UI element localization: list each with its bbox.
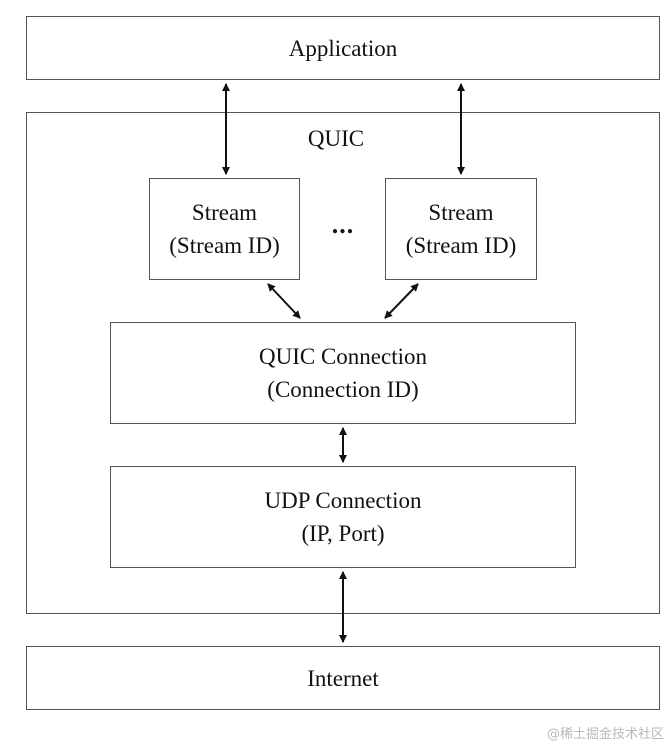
stream-box-right: Stream (Stream ID): [385, 178, 537, 280]
stream-right-title: Stream: [428, 200, 494, 225]
application-box: Application: [26, 16, 660, 80]
internet-label: Internet: [307, 665, 379, 691]
stream-left-id: (Stream ID): [169, 233, 280, 258]
udp-connection-title: UDP Connection: [264, 488, 422, 513]
stream-box-left: Stream (Stream ID): [149, 178, 300, 280]
quic-label: QUIC: [307, 126, 365, 151]
streams-ellipsis: ...: [331, 210, 355, 239]
udp-connection-box: UDP Connection (IP, Port): [110, 466, 576, 568]
internet-box: Internet: [26, 646, 660, 710]
quic-connection-id: (Connection ID): [267, 377, 419, 402]
watermark: @稀土掘金技术社区: [546, 727, 664, 742]
quic-connection-title: QUIC Connection: [258, 344, 427, 369]
stream-right-id: (Stream ID): [405, 233, 517, 258]
application-label: Application: [288, 35, 398, 61]
quic-connection-box: QUIC Connection (Connection ID): [110, 322, 576, 424]
udp-connection-addr: (IP, Port): [301, 521, 385, 546]
stream-left-title: Stream: [191, 200, 258, 225]
